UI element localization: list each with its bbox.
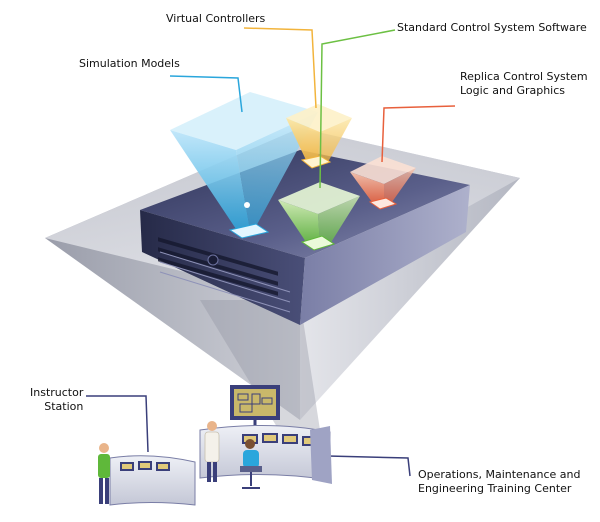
leader-virtual-controllers [243,27,317,109]
leader-standard-software [319,29,396,189]
monitor-icon [230,385,280,428]
person-icon [243,439,259,468]
label-standard-software: Standard Control System Software [397,21,587,34]
leader-training [327,455,411,477]
instructor-console-icon [109,455,196,506]
label-virtual-controllers: Virtual Controllers [166,12,266,25]
chair-icon [240,466,262,489]
label-replica: Replica Control System Logic and Graphic… [460,70,588,97]
replica-cone-icon [350,156,416,210]
person-icon [204,421,220,482]
leader-simulation-models [169,75,243,113]
controller-cone-icon [286,104,352,169]
label-training-center: Operations, Maintenance and Engineering … [418,468,581,495]
leader-replica [381,105,456,163]
label-instructor-station: Instructor Station [30,386,84,413]
leader-lines [86,27,456,477]
software-cone-icon [278,182,360,251]
label-simulation-models: Simulation Models [79,57,180,70]
console-icon [199,424,332,484]
leader-instructor [86,395,149,453]
person-icon [98,443,110,504]
